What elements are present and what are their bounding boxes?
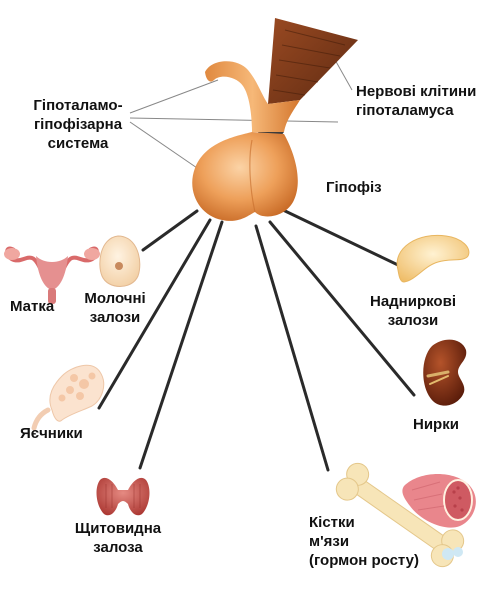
line-to-kidneys [268,220,416,397]
label-adrenal: Надниркові залози [369,293,456,329]
thyroid-icon [96,477,150,516]
line-to-bones [254,224,330,472]
label-thyroid: Щитовидна залоза [74,520,162,556]
bone-icon [335,462,465,568]
label-mammary: Молочні залози [84,290,146,326]
label-uterus: Матка [10,298,55,315]
kidney-icon [423,339,467,406]
pituitary-gland-icon [192,132,298,221]
line-to-mammary [141,209,199,252]
label-ovaries: Яєчники [20,425,83,442]
label-hypothalamic-system: Гіпоталамо- гіпофізарна система [33,97,123,152]
label-pituitary: Гіпофіз [326,179,382,196]
label-kidneys: Нирки [413,416,459,433]
label-nerve-cells: Нервові клітини гіпоталамуса [356,83,477,119]
hypothalamus-tissue-icon [268,18,358,104]
ovary-icon [31,364,105,431]
adrenal-gland-icon [396,234,470,283]
mammary-gland-icon [99,235,141,287]
label-bones-muscles: Кістки м'язи (гормон росту) [309,514,419,569]
muscle-icon [402,474,476,528]
uterus-icon [4,246,100,304]
line-to-ovaries [97,218,212,410]
line-to-thyroid [138,220,224,470]
connector-lines [97,208,416,472]
line-to-adrenal [281,208,400,267]
